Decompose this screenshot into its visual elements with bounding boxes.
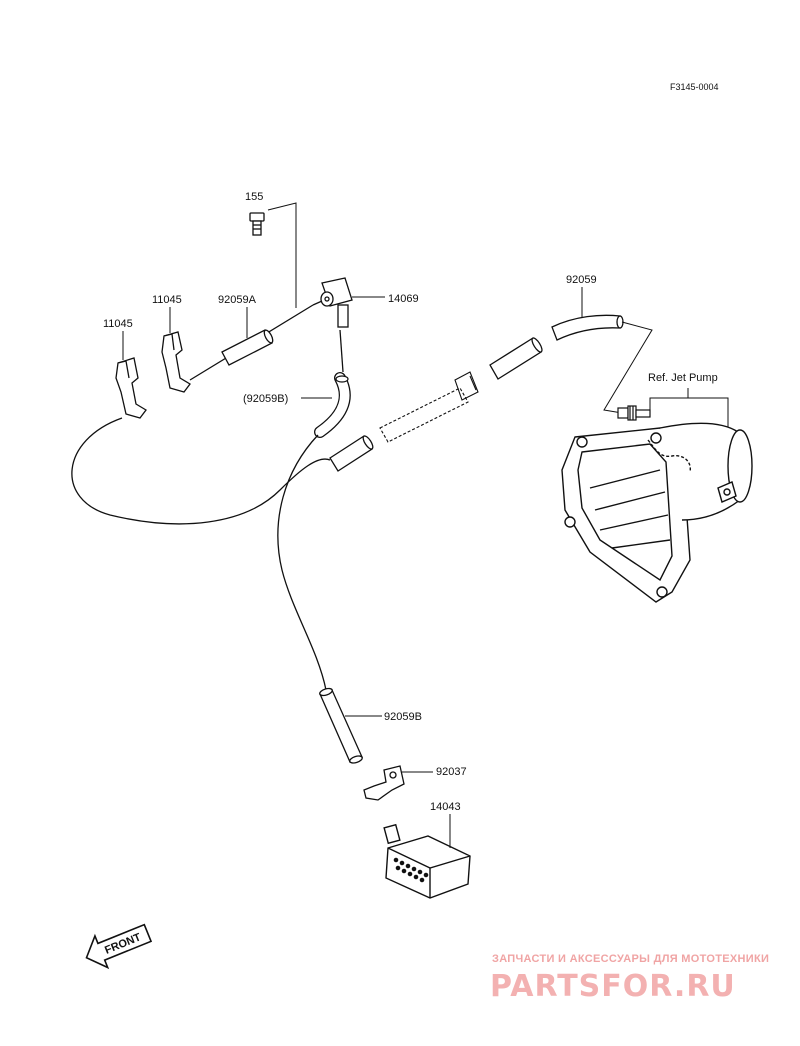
hose-92059b-lower: [319, 687, 363, 764]
hose-92059a: [221, 329, 274, 366]
front-arrow: FRONT: [85, 923, 153, 970]
hose-section-mid: [329, 435, 374, 472]
main-hose-loop: [71, 417, 331, 525]
clamp-92037: [363, 765, 405, 801]
leader-155: [267, 202, 297, 308]
diagram-code: F3145-0004: [670, 82, 719, 92]
watermark-tagline: ЗАПЧАСТИ И АКСЕССУАРЫ ДЛЯ МОТОТЕХНИКИ: [492, 953, 769, 965]
filter-14043: [383, 823, 471, 899]
clip-11045-left: [115, 357, 147, 419]
jet-pump-housing: [561, 422, 753, 603]
part-label-92037: 92037: [436, 766, 467, 778]
part-label-11045-left: 11045: [103, 318, 133, 330]
watermark-logo: PARTSFOR.RU: [490, 969, 736, 1004]
clip-11045-right: [161, 331, 191, 393]
fitting-14069: [312, 277, 353, 328]
part-label-14043: 14043: [430, 801, 461, 813]
pipe-dotted: [379, 371, 479, 443]
hose-92059a-thin-2: [339, 329, 344, 373]
hose-section-upper: [489, 337, 543, 380]
part-label-11045-right: 11045: [152, 294, 182, 306]
part-label-14069: 14069: [388, 293, 419, 305]
nipple-fitting: [617, 405, 651, 421]
drain-hose-line: [277, 434, 327, 691]
leader-jet-pump: [649, 388, 729, 430]
part-label-92059b: 92059B: [384, 711, 422, 723]
hose-92059: [551, 314, 624, 341]
leader-92059-pump: [603, 321, 653, 415]
bolt-155: [249, 212, 265, 236]
ref-jet-pump-label: Ref. Jet Pump: [648, 372, 718, 384]
part-label-155: 155: [245, 191, 263, 203]
part-label-92059: 92059: [566, 274, 597, 286]
hose-92059b-end: [335, 375, 349, 383]
part-label-92059a: 92059A: [218, 294, 257, 306]
part-label-92059b-paren: (92059B): [243, 393, 288, 405]
